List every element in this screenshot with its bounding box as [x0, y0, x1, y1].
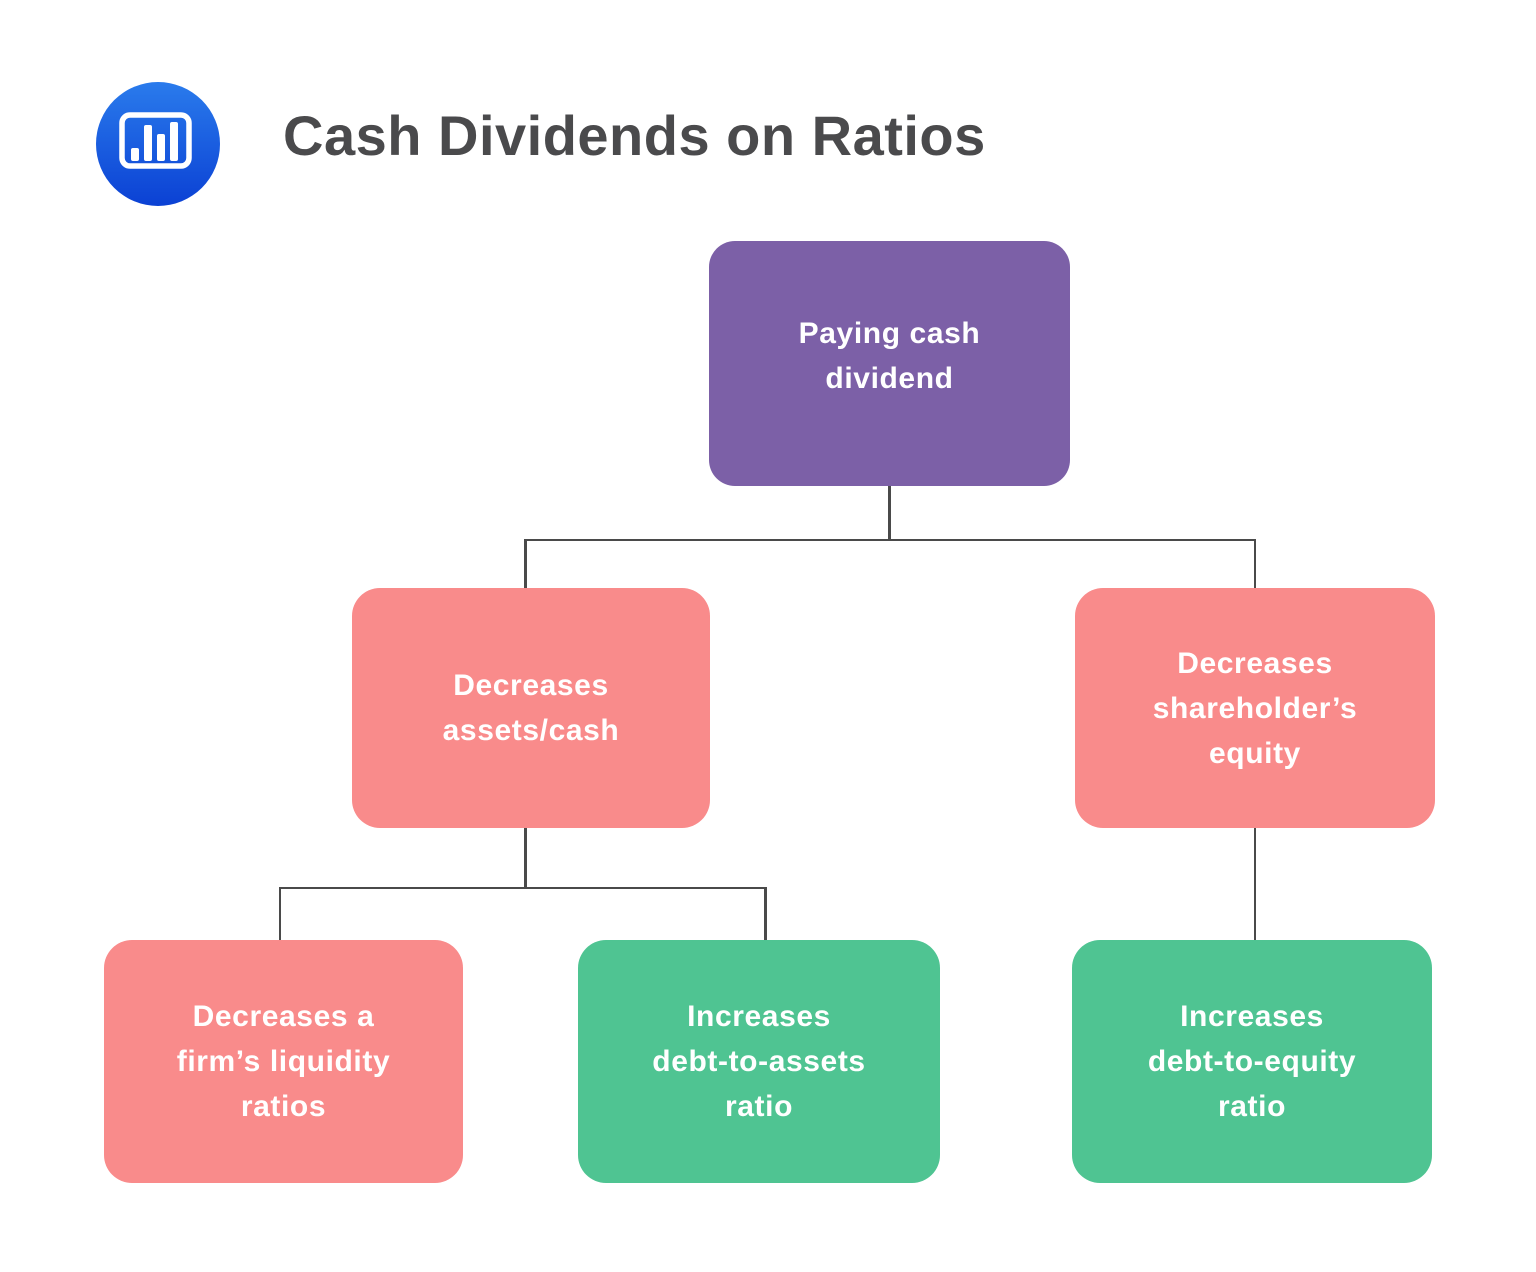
node-decreases-liquidity-ratios: Decreases a firm’s liquidity ratios — [104, 940, 463, 1183]
node-paying-cash-dividend: Paying cash dividend — [709, 241, 1070, 486]
connector-root-stem — [888, 486, 891, 540]
connector-to-assets-cash — [524, 538, 527, 590]
node-increases-debt-to-assets: Increases debt-to-assets ratio — [578, 940, 940, 1183]
node-increases-debt-to-equity: Increases debt-to-equity ratio — [1072, 940, 1432, 1183]
bar-chart-icon — [96, 82, 220, 206]
connector-level3-crossbar — [278, 886, 767, 889]
connector-assets-cash-stem — [524, 828, 527, 887]
connector-to-liquidity-ratios — [278, 886, 281, 942]
node-decreases-assets-cash: Decreases assets/cash — [352, 588, 710, 828]
connector-to-debt-to-assets — [764, 886, 767, 942]
page-title: Cash Dividends on Ratios — [283, 104, 986, 167]
connector-level2-crossbar — [524, 538, 1256, 541]
node-decreases-shareholders-equity: Decreases shareholder’s equity — [1075, 588, 1435, 828]
connector-to-shareholders-equity — [1253, 538, 1256, 590]
connector-to-debt-to-equity — [1253, 828, 1256, 941]
